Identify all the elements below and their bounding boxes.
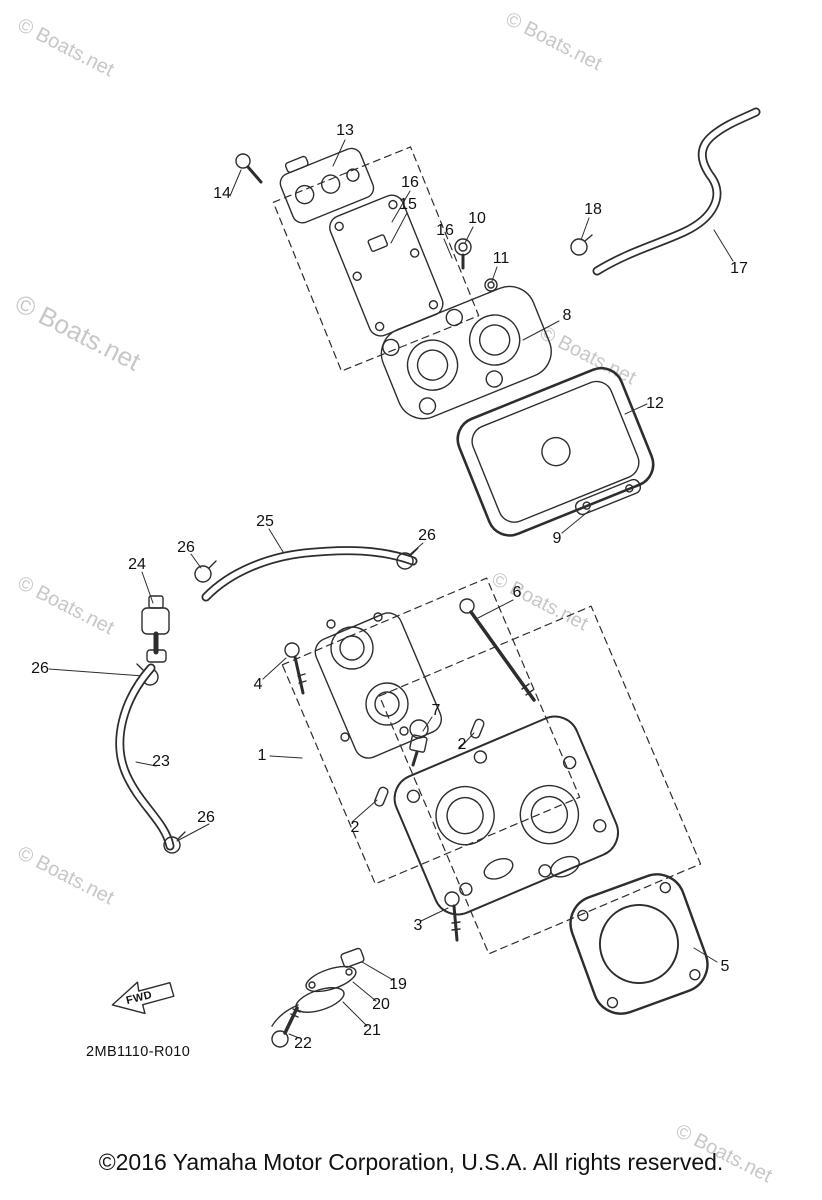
callout-26: 26 — [197, 809, 215, 826]
stud-2 — [470, 718, 485, 739]
head-cover-8 — [380, 285, 552, 420]
callout-16: 16 — [436, 222, 454, 239]
bolt-14 — [235, 153, 263, 184]
cylinder-head-body — [393, 715, 619, 916]
callout-26: 26 — [31, 660, 49, 677]
nut-11 — [484, 278, 498, 292]
air-hose-25 — [201, 546, 418, 602]
cylinder-head-cover-13 — [279, 147, 375, 224]
callout-4: 4 — [253, 676, 263, 693]
stud-2 — [374, 786, 389, 807]
bolt-22 — [271, 1006, 301, 1048]
air-cut-valve-24 — [141, 595, 170, 663]
callout-13: 13 — [336, 122, 354, 139]
callout-21: 21 — [363, 1022, 381, 1039]
callout-8: 8 — [562, 307, 572, 324]
callout-10: 10 — [468, 210, 486, 227]
bolt-6 — [459, 598, 536, 702]
callout-24: 24 — [128, 556, 146, 573]
bolt-3 — [444, 891, 461, 942]
bolt-4 — [284, 642, 307, 695]
hose-clamp-18-icon — [570, 234, 593, 256]
leader-lines — [48, 139, 734, 1039]
callout-23: 23 — [152, 753, 170, 770]
breather-hose-17 — [592, 107, 761, 276]
callout-20: 20 — [372, 996, 390, 1013]
intake-joint-assembly-1 — [314, 612, 443, 759]
head-cover-gasket-12 — [456, 366, 655, 537]
fwd-arrow-icon — [111, 981, 175, 1015]
hose-clamp-26-icon — [396, 547, 419, 570]
callout-25: 25 — [256, 513, 274, 530]
callout-11: 11 — [492, 250, 510, 267]
callout-5: 5 — [720, 958, 730, 975]
bolt-10 — [454, 238, 472, 270]
air-hose-23 — [115, 663, 175, 851]
callout-12: 12 — [646, 395, 664, 412]
dashed-assembly-boxes — [272, 146, 702, 955]
callout-2: 2 — [457, 736, 467, 753]
callout-1: 1 — [257, 747, 267, 764]
callout-7: 7 — [431, 702, 441, 719]
callout-26: 26 — [418, 527, 436, 544]
callout-18: 18 — [584, 201, 602, 218]
callout-16: 16 — [401, 174, 419, 191]
callout-9: 9 — [552, 530, 562, 547]
callout-2: 2 — [350, 819, 360, 836]
spark-plug-7 — [409, 719, 429, 767]
callout-26: 26 — [177, 539, 195, 556]
callout-15: 15 — [399, 196, 417, 213]
hose-clamp-26-icon — [163, 831, 186, 854]
plate-9 — [574, 478, 642, 516]
hose-clamp-26-icon — [194, 560, 217, 583]
callout-6: 6 — [512, 584, 522, 601]
copyright-notice: ©2016 Yamaha Motor Corporation, U.S.A. A… — [98, 1149, 724, 1175]
diagram-part-code: 2MB1110-R010 — [86, 1044, 191, 1060]
callout-22: 22 — [294, 1035, 312, 1052]
callout-19: 19 — [389, 976, 407, 993]
callout-3: 3 — [413, 917, 423, 934]
cylinder-head-gasket-5 — [569, 873, 709, 1015]
callout-14: 14 — [213, 185, 231, 202]
callout-17: 17 — [730, 260, 748, 277]
